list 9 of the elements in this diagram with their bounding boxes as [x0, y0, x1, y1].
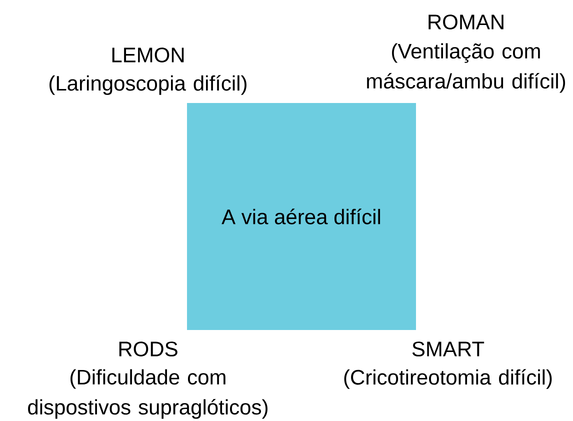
- heading-label: RODS: [119, 342, 178, 356]
- heading-label: SMART: [412, 342, 484, 356]
- heading-label: LEMON: [112, 48, 184, 62]
- description-label: (Cricotireotomia difícil): [344, 369, 552, 389]
- description-label: (Laringoscopia difícil): [50, 75, 246, 95]
- square-panel: A via aérea difícil: [187, 103, 416, 330]
- description-label: (Dificuldade com dispostivos supraglóticos): [28, 369, 268, 419]
- heading-label: ROMAN: [428, 14, 504, 30]
- description-label: (Ventilação com máscara/ambu difícil): [367, 43, 566, 93]
